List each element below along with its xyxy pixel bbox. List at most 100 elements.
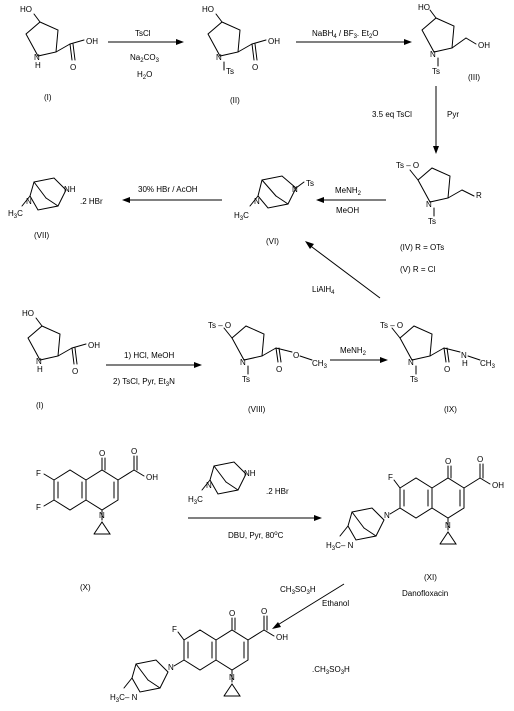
compound-X-structure: O O OH F F N bbox=[36, 447, 158, 535]
reagent-lialh4: LiAlH4 bbox=[312, 285, 335, 296]
compound-XI-structure: O O OH F N N H3C– N bbox=[326, 455, 504, 552]
reagent-mesylic-d: 3 bbox=[306, 590, 310, 596]
xi-h3c-n-d: – N bbox=[341, 541, 354, 550]
compound-label-IX: (IX) bbox=[444, 405, 457, 414]
reagent-mesylic-a: CH bbox=[280, 585, 292, 594]
xi-h3c-n-c: C bbox=[335, 541, 341, 550]
reagent-h3c-c: C bbox=[197, 495, 203, 504]
vii-h3c-b: 3 bbox=[14, 214, 18, 220]
reagent-hbr-acoh: 30% HBr / AcOH bbox=[138, 185, 198, 194]
vi-h3c: H3C bbox=[234, 211, 249, 222]
reagent-menh2-a-2: 2 bbox=[358, 191, 362, 197]
vii-h3c: H3C bbox=[8, 209, 23, 220]
vii-h3c-a: H bbox=[8, 209, 14, 218]
final-n-quinolone: N bbox=[229, 673, 235, 682]
reagent-mesylic-b: 3 bbox=[292, 590, 296, 596]
i2-o: O bbox=[72, 367, 78, 376]
reagent-h2o-a: H bbox=[137, 70, 143, 79]
arrow-6-head bbox=[305, 241, 314, 249]
final-h3c-n: H3C– N bbox=[110, 693, 138, 704]
reagent-tscl-pyr-a: 2) TsCl, Pyr, Et bbox=[113, 377, 167, 386]
reagent-na2co3-a: Na bbox=[130, 53, 141, 62]
compound-label-XI: (XI) bbox=[424, 573, 437, 582]
x-f-1: F bbox=[36, 469, 41, 478]
reagent-tscl-excess: 3.5 eq TsCl bbox=[372, 110, 412, 119]
reagent-h3c: H3C bbox=[188, 495, 203, 506]
ix-h: H bbox=[462, 359, 468, 368]
reagent-na2co3: Na2CO3 bbox=[130, 53, 160, 64]
arrow-10 bbox=[275, 583, 345, 627]
reagent-menh2-b-2: 2 bbox=[363, 351, 367, 357]
reagent-nh: NH bbox=[244, 469, 256, 478]
viii-o-ester: O bbox=[293, 351, 299, 360]
viii-n: N bbox=[240, 358, 246, 367]
ix-ch3-a: CH bbox=[480, 359, 492, 368]
xi-f: F bbox=[388, 473, 393, 482]
compound-label-VII: (VII) bbox=[34, 231, 49, 240]
xi-oh: OH bbox=[492, 481, 504, 490]
viii-ch3-b: 3 bbox=[324, 364, 328, 370]
iii-ts: Ts bbox=[432, 67, 440, 76]
reagent-dbu-a: DBU, Pyr, 80 bbox=[228, 531, 275, 540]
compound-IX-structure: Ts – O N H CH3 O N Ts bbox=[380, 321, 496, 384]
compound-I-structure-2: HO N H OH O bbox=[22, 309, 100, 376]
ix-ts-o: Ts – O bbox=[380, 321, 403, 330]
reagent-h2o-b: 2 bbox=[143, 75, 147, 81]
final-salt-a: .CH bbox=[312, 665, 326, 674]
vi-h3c-b: 3 bbox=[240, 216, 244, 222]
compound-VII-structure: NH N H3C .2 HBr bbox=[8, 177, 103, 220]
xi-h3c-n-a: H bbox=[326, 541, 332, 550]
compound-name-danofloxacin: Danofloxacin bbox=[402, 589, 448, 598]
ii-oh: OH bbox=[268, 37, 280, 46]
ix-o-carbonyl: O bbox=[444, 365, 450, 374]
ix-ch3-b: 3 bbox=[492, 364, 496, 370]
reagent-mesylic-c: SO bbox=[295, 585, 307, 594]
x-f-2: F bbox=[36, 503, 41, 512]
hydroxy-label: HO bbox=[20, 5, 32, 14]
x-o-ketone: O bbox=[99, 449, 105, 458]
nh-label: N bbox=[34, 53, 40, 62]
reagent-h2o: H2O bbox=[137, 70, 152, 81]
reagent-tscl-pyr-et3n: 2) TsCl, Pyr, Et3N bbox=[113, 377, 175, 388]
vii-salt: .2 HBr bbox=[80, 197, 103, 206]
final-salt-e: H bbox=[344, 665, 350, 674]
reagent-mesylic-e: H bbox=[310, 585, 316, 594]
final-o-ketone: O bbox=[229, 609, 235, 618]
compound-II-structure: HO N Ts OH O bbox=[202, 5, 280, 76]
reagent-nabh4-f: 2 bbox=[369, 34, 373, 40]
final-h3c-n-c: C bbox=[119, 693, 125, 702]
iv-r: R bbox=[476, 191, 482, 200]
ii-o: O bbox=[252, 63, 258, 72]
reagent-nabh4-b: 4 bbox=[333, 34, 337, 40]
reagent-menh2-b: MeNH2 bbox=[340, 346, 367, 357]
iii-oh: OH bbox=[478, 41, 490, 50]
viii-o-carbonyl: O bbox=[276, 365, 282, 374]
reagent-meoh: MeOH bbox=[336, 206, 359, 215]
reagent-nabh4-d: 3 bbox=[354, 34, 358, 40]
xi-n-quinolone: N bbox=[445, 521, 451, 530]
reagent-n: N bbox=[206, 481, 212, 490]
i2-oh: OH bbox=[88, 341, 100, 350]
reagent-hcl-meoh: 1) HCl, MeOH bbox=[124, 351, 174, 360]
x-o-acid: O bbox=[131, 447, 137, 456]
ix-ts: Ts bbox=[410, 375, 418, 384]
final-h3c-n-a: H bbox=[110, 693, 116, 702]
ix-n: N bbox=[408, 358, 414, 367]
arrow-1-head bbox=[176, 39, 184, 45]
final-f: F bbox=[172, 625, 177, 634]
compound-label-VIII: (VIII) bbox=[248, 405, 266, 414]
reagent-nabh4: NaBH4 / BF3. Et2O bbox=[312, 29, 379, 40]
ii-ho: HO bbox=[202, 5, 214, 14]
i2-n: N bbox=[36, 357, 42, 366]
xi-h3c-n-b: 3 bbox=[332, 546, 336, 552]
reagent-nabh4-e: . Et bbox=[357, 29, 370, 38]
reagent-lialh4-b: 4 bbox=[331, 290, 335, 296]
reagent-tscl: TsCl bbox=[135, 29, 151, 38]
compound-label-V: (V) R = Cl bbox=[400, 265, 436, 274]
iv-ts: Ts bbox=[428, 217, 436, 226]
reagent-dbu-c: C bbox=[278, 531, 284, 540]
arrow-4-head bbox=[316, 197, 324, 203]
compound-label-I-2: (I) bbox=[36, 401, 44, 410]
x-n: N bbox=[99, 511, 105, 520]
reagent-menh2-b-1: MeNH bbox=[340, 346, 363, 355]
